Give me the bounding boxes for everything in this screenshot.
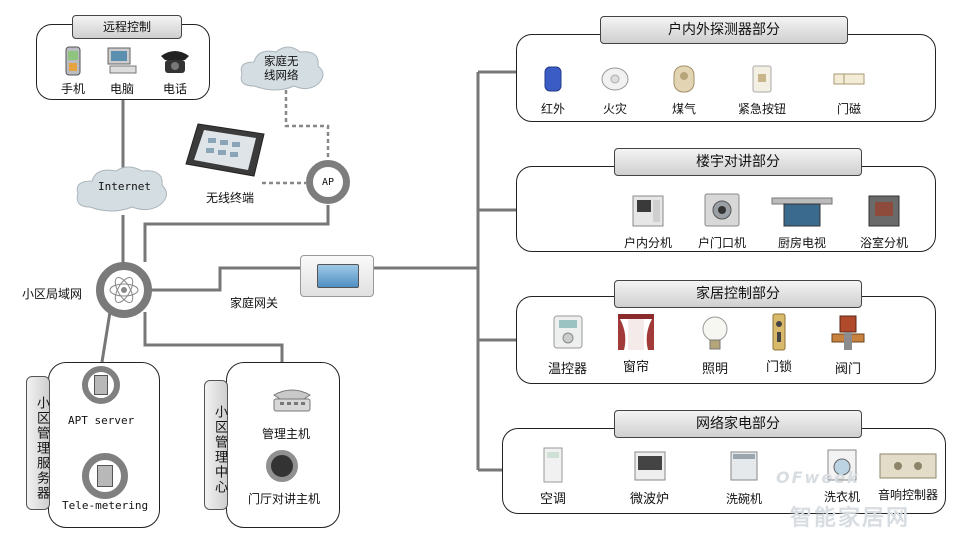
tele-metering-icon	[82, 453, 128, 499]
device-curtain: 窗帘	[616, 312, 656, 375]
smoke-detector-icon	[598, 62, 632, 96]
device-indoor-unit: 户内分机	[624, 194, 672, 251]
device-audio-controller: 音响控制器	[878, 452, 938, 503]
infrared-sensor-icon	[536, 62, 570, 96]
device-mobile: 手机	[56, 44, 90, 97]
lan-to-ap-line	[143, 205, 330, 262]
device-kitchen-tv: 厨房电视	[770, 196, 834, 251]
computer-icon	[105, 44, 139, 78]
center-group-box	[226, 362, 340, 528]
network-hub-icon	[109, 277, 139, 303]
device-valve: 阀门	[830, 314, 866, 377]
microwave-icon	[633, 450, 667, 482]
device-fire: 火灾	[598, 62, 632, 117]
watermark-brand: OFweek	[776, 468, 860, 487]
ap-node: AP	[306, 160, 350, 204]
lan-to-center-line	[143, 312, 284, 362]
wireless-dashed-line	[284, 90, 330, 160]
valve-icon	[830, 314, 866, 352]
dishwasher-icon	[729, 450, 759, 482]
device-door-lock: 门锁	[766, 312, 792, 375]
emergency-button-icon	[745, 62, 779, 96]
device-air-conditioner: 空调	[540, 446, 566, 507]
kitchen-tv-icon	[770, 196, 834, 228]
lobby-intercom-label: 门厅对讲主机	[248, 492, 321, 506]
curtain-icon	[616, 312, 656, 352]
lan-to-server-line	[100, 311, 112, 363]
control-section-title: 家居控制部分	[614, 280, 862, 308]
device-thermostat: 温控器	[548, 314, 587, 377]
lan-to-gateway-line	[150, 266, 300, 292]
detector-section-title: 户内外探测器部分	[600, 16, 848, 44]
device-emergency-button: 紧急按钮	[738, 62, 786, 117]
washing-machine-icon	[826, 448, 858, 482]
device-dishwasher: 洗碗机	[726, 450, 762, 507]
intercom-section-title: 楼宇对讲部分	[614, 148, 862, 176]
gas-detector-icon	[667, 62, 701, 96]
detector-section-box	[516, 34, 936, 122]
home-gateway-label: 家庭网关	[230, 296, 279, 310]
door-magnet-icon	[832, 62, 866, 96]
light-bulb-icon	[698, 314, 732, 352]
control-section-box	[516, 296, 936, 384]
appliance-section-title: 网络家电部分	[614, 410, 862, 438]
lobby-intercom-icon	[266, 450, 298, 482]
bathroom-unit-icon	[867, 194, 901, 228]
telephone-icon	[158, 44, 192, 78]
device-infrared: 红外	[536, 62, 570, 117]
tablet-icon	[185, 123, 265, 177]
door-station-icon	[703, 192, 741, 228]
server-group-side-label: 小区管理服务器	[26, 376, 50, 510]
wireless-terminal-label: 无线终端	[206, 191, 255, 205]
device-washing-machine: 洗衣机	[824, 448, 860, 505]
indoor-unit-icon	[631, 194, 665, 228]
internet-cloud: Internet	[72, 163, 172, 215]
device-gas: 煤气	[667, 62, 701, 117]
apt-server-label: APT server	[68, 414, 135, 427]
gateway-screen-icon	[317, 264, 359, 288]
community-lan-node	[96, 262, 152, 318]
device-bathroom-unit: 浴室分机	[860, 194, 908, 251]
mobile-phone-icon	[56, 44, 90, 78]
home-wireless-cloud: 家庭无 线网络	[236, 42, 328, 94]
door-lock-icon	[769, 312, 789, 352]
device-telephone: 电话	[158, 44, 192, 97]
device-lighting: 照明	[698, 314, 732, 377]
tele-metering-label: Tele-metering	[62, 499, 149, 512]
device-door-magnet: 门磁	[832, 62, 866, 117]
watermark-site: 智能家居网	[790, 506, 911, 531]
device-door-unit: 户门口机	[698, 192, 746, 251]
wireless-terminal-device	[184, 120, 266, 182]
device-computer: 电脑	[105, 44, 139, 97]
management-host-label: 管理主机	[262, 427, 311, 441]
appliance-section-box	[502, 428, 946, 514]
community-lan-label: 小区局域网	[22, 287, 83, 301]
center-group-side-label: 小区管理中心	[204, 380, 228, 510]
home-gateway-device	[300, 255, 374, 297]
air-conditioner-icon	[542, 446, 564, 484]
apt-server-icon	[82, 366, 120, 404]
management-host-icon	[270, 383, 314, 417]
thermostat-icon	[550, 314, 586, 350]
remote-control-title: 远程控制	[72, 15, 182, 39]
audio-controller-icon	[878, 452, 938, 480]
device-microwave: 微波炉	[630, 450, 669, 507]
